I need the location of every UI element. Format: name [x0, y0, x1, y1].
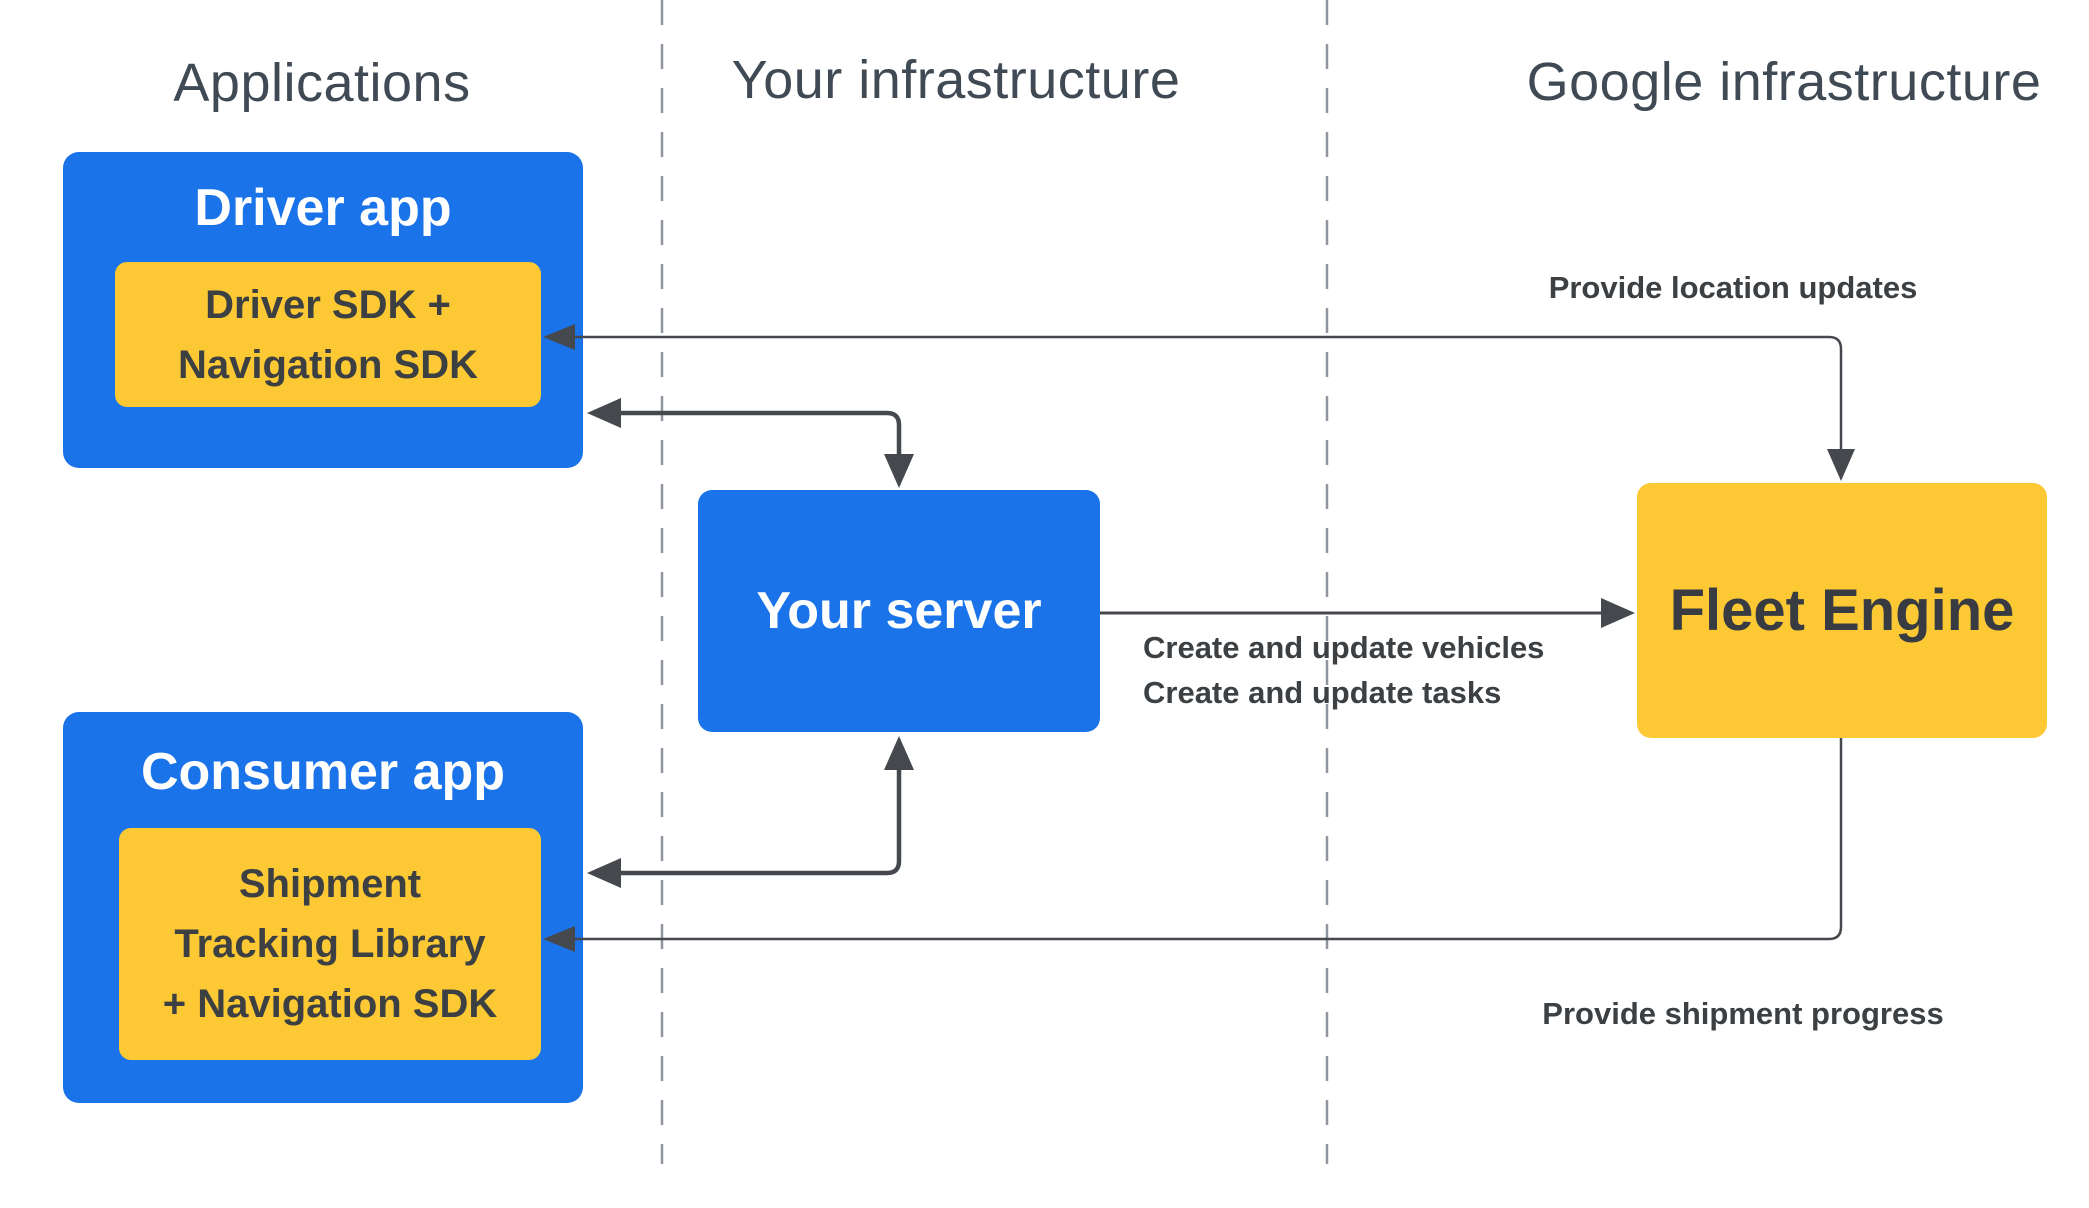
shipment-library-line-2: Tracking Library — [174, 922, 486, 966]
driver-sdk-line-1: Driver SDK + — [205, 282, 451, 327]
label-provide-shipment-progress: Provide shipment progress — [1542, 996, 1944, 1031]
shipment-progress-arrow — [543, 738, 1843, 952]
driver-app-server-arrowhead-down — [884, 454, 914, 488]
driver-app-title: Driver app — [194, 179, 452, 237]
driver-sdk-line-2: Navigation SDK — [177, 342, 479, 387]
label-create-update-tasks: Create and update tasks — [1143, 675, 1502, 710]
fleet-engine-title: Fleet Engine — [1669, 578, 2015, 643]
consumer-app-title: Consumer app — [140, 743, 506, 801]
driver-app-server-arrowhead-left — [587, 398, 621, 428]
server-consumer-arrowhead-up — [884, 736, 914, 770]
create-update-arrowhead-right — [1601, 598, 1635, 628]
your-server-box: Your server — [698, 490, 1100, 732]
server-consumer-app-arrow — [587, 736, 914, 888]
your-server-title: Your server — [756, 582, 1042, 640]
column-header-google-infrastructure: Google infrastructure — [1526, 52, 2042, 112]
location-updates-arrow — [543, 324, 1855, 481]
driver-sdk-box: Driver SDK + Navigation SDK — [115, 262, 541, 407]
create-update-arrow — [1100, 598, 1635, 628]
label-create-update-vehicles: Create and update vehicles — [1143, 630, 1545, 665]
shipment-library-line-1: Shipment — [238, 862, 422, 906]
shipment-tracking-library-box: Shipment Tracking Library + Navigation S… — [119, 828, 541, 1060]
driver-app-server-arrow — [587, 398, 914, 488]
location-updates-arrowhead-down — [1827, 449, 1855, 481]
label-provide-location-updates: Provide location updates — [1548, 270, 1918, 305]
column-header-your-infrastructure: Your infrastructure — [731, 50, 1181, 110]
driver-app-box: Driver app Driver SDK + Navigation SDK — [63, 152, 583, 468]
server-consumer-arrowhead-left — [587, 858, 621, 888]
label-create-and-update: Create and update vehicles Create and up… — [1143, 625, 1544, 715]
shipment-library-line-3: + Navigation SDK — [162, 982, 498, 1026]
consumer-app-box: Consumer app Shipment Tracking Library +… — [63, 712, 583, 1103]
fleet-engine-box: Fleet Engine — [1637, 483, 2047, 738]
column-header-applications: Applications — [173, 53, 471, 113]
